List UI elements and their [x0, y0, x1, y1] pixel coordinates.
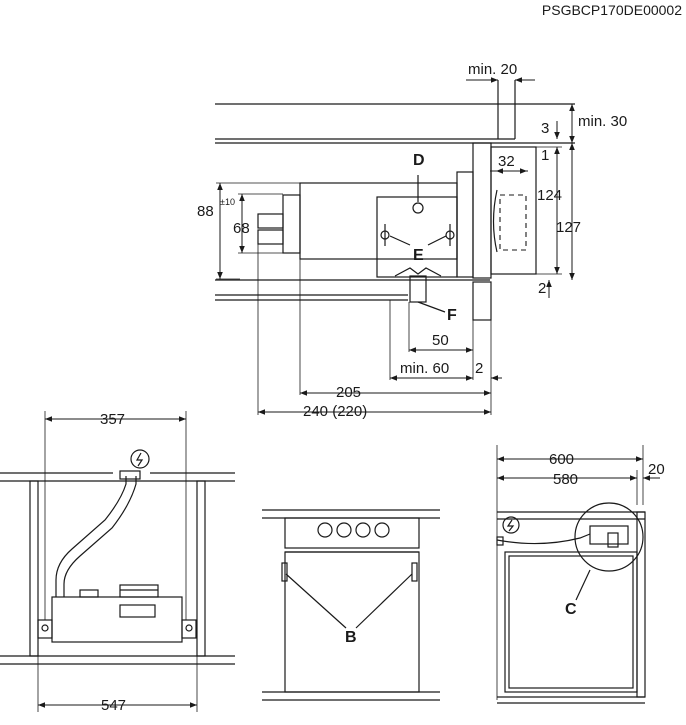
dim-20-text: 20 — [648, 461, 665, 478]
power-icon — [130, 449, 150, 469]
bracket-box — [376, 196, 458, 278]
appliance-box — [51, 596, 183, 643]
dim-124-text: 124 — [537, 187, 562, 204]
hinge-right — [411, 562, 418, 582]
dim-205-text: 205 — [336, 384, 361, 401]
cable-plug — [496, 536, 504, 546]
dim-2b-text: 2 — [475, 360, 483, 377]
oven-cabinet — [504, 551, 638, 693]
dim-357-text: 357 — [100, 411, 125, 428]
label-e: E — [413, 247, 424, 264]
screw-right — [185, 624, 193, 632]
label-b: B — [345, 629, 357, 646]
leader-c — [575, 569, 591, 601]
bracket-left — [37, 619, 53, 639]
control-panel — [284, 517, 420, 549]
leader-b-right — [355, 573, 413, 629]
power-icon — [502, 516, 520, 534]
dim-68-text: 68 — [233, 220, 250, 237]
cable-line — [496, 533, 591, 545]
dim-min30-text: min. 30 — [578, 113, 627, 130]
dim-3-text: 3 — [541, 120, 549, 137]
oven-inner — [508, 555, 634, 689]
oven-door — [284, 551, 420, 693]
dim-600-text: 600 — [549, 451, 574, 468]
leader-f — [417, 301, 446, 313]
connector-top — [257, 213, 284, 229]
hose-line-2 — [55, 476, 127, 597]
dim-min60-text: min. 60 — [400, 360, 449, 377]
side-wall-left — [29, 480, 39, 657]
knob-curve — [492, 189, 498, 253]
hinge-left — [281, 562, 288, 582]
dim-88-text: 88 — [197, 203, 214, 220]
leader-e-left — [389, 235, 411, 246]
dim-88-tolerance: ±10 — [220, 197, 235, 207]
hose-fitting — [119, 470, 141, 480]
side-wall-right — [196, 480, 206, 657]
screw-d — [412, 202, 424, 214]
knob-3 — [355, 522, 371, 538]
knob-2 — [336, 522, 352, 538]
bracket-right — [181, 619, 197, 639]
knob-1 — [317, 522, 333, 538]
top-connector — [119, 584, 159, 598]
screw-left — [41, 624, 49, 632]
label-f: F — [447, 307, 457, 324]
leader-b-left — [285, 573, 347, 629]
leader-e-right — [427, 235, 447, 246]
appliance-body — [299, 182, 458, 260]
detail-device — [589, 525, 629, 545]
bottom-middle-view: B — [262, 509, 440, 701]
connector-bottom — [257, 229, 284, 245]
label-d: D — [413, 152, 425, 169]
top-section-view: D E F min. 20 3 min. 30 1 124 127 2 32 — [197, 61, 627, 420]
knob-4 — [374, 522, 390, 538]
front-panel — [490, 146, 537, 275]
dim-547-text: 547 — [101, 697, 126, 714]
dim-min20-text: min. 20 — [468, 61, 517, 78]
bottom-left-view: 357 547 — [0, 411, 235, 714]
label-plate — [119, 604, 156, 618]
lower-frame — [472, 281, 492, 321]
hidden-handle — [499, 194, 527, 251]
front-mount — [456, 171, 474, 278]
dim-1-text: 1 — [541, 147, 549, 164]
side-connector — [79, 589, 99, 598]
detail-circle-c — [574, 502, 644, 572]
dim-50-text: 50 — [432, 332, 449, 349]
hose-line — [63, 476, 137, 597]
detail-clamp — [607, 532, 619, 548]
bottom-right-view: 600 580 20 C — [496, 445, 665, 704]
dim-32-text: 32 — [498, 153, 515, 170]
drawing-code: PSGBCP170DE00002 — [542, 2, 682, 18]
dim-127-text: 127 — [556, 219, 581, 236]
dim-580-text: 580 — [553, 471, 578, 488]
rear-block — [282, 194, 301, 254]
dim-240-text: 240 (220) — [303, 403, 367, 420]
power-icon-bolt — [506, 519, 515, 532]
power-icon-bolt — [135, 452, 144, 467]
right-wall — [636, 511, 646, 698]
label-c: C — [565, 601, 577, 618]
dim-2a-text: 2 — [538, 280, 546, 297]
front-frame — [472, 142, 492, 279]
clamp-wings — [394, 267, 442, 277]
